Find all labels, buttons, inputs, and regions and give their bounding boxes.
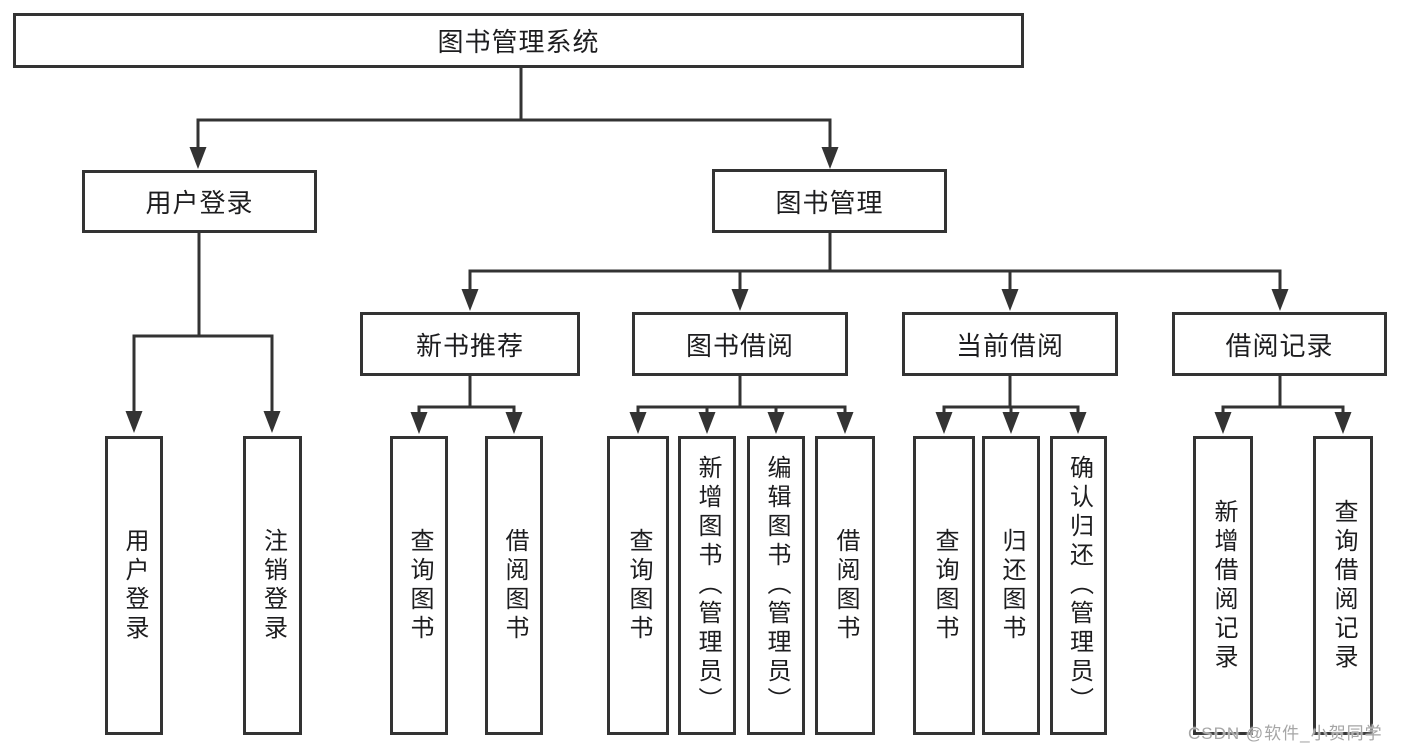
connector-root xyxy=(189,68,839,169)
leaf-query-books-borrowing: 查询图书 xyxy=(607,436,669,735)
leaf-borrow-books-borrowing: 借阅图书 xyxy=(815,436,875,735)
connector-book-borrowing xyxy=(629,376,854,434)
arrowhead-down-icon xyxy=(698,412,716,434)
node-book-borrowing: 图书借阅 xyxy=(632,312,848,376)
leaf-return-book: 归还图书 xyxy=(982,436,1040,735)
arrowhead-down-icon xyxy=(189,147,207,169)
node-book-management: 图书管理 xyxy=(712,169,947,233)
node-root: 图书管理系统 xyxy=(13,13,1024,68)
arrowhead-down-icon xyxy=(1271,289,1289,311)
leaf-add-book-admin: 新增图书（管理员） xyxy=(678,436,736,735)
arrowhead-down-icon xyxy=(1001,289,1019,311)
arrowhead-down-icon xyxy=(1334,412,1352,434)
leaf-add-borrow-record: 新增借阅记录 xyxy=(1193,436,1253,735)
arrowhead-down-icon xyxy=(263,411,281,433)
arrowhead-down-icon xyxy=(505,412,523,434)
node-new-book-recommend: 新书推荐 xyxy=(360,312,580,376)
node-borrowing-records: 借阅记录 xyxy=(1172,312,1387,376)
connector-user-login xyxy=(125,233,281,433)
arrowhead-down-icon xyxy=(1214,412,1232,434)
arrowhead-down-icon xyxy=(410,412,428,434)
arrowhead-down-icon xyxy=(935,412,953,434)
leaf-query-books-current: 查询图书 xyxy=(913,436,975,735)
arrowhead-down-icon xyxy=(731,289,749,311)
leaf-query-borrow-record: 查询借阅记录 xyxy=(1313,436,1373,735)
arrowhead-down-icon xyxy=(629,412,647,434)
arrowhead-down-icon xyxy=(836,412,854,434)
leaf-borrow-books-recommend: 借阅图书 xyxy=(485,436,543,735)
leaf-confirm-return-admin: 确认归还（管理员） xyxy=(1050,436,1107,735)
connector-book-management xyxy=(461,233,1289,311)
arrowhead-down-icon xyxy=(767,412,785,434)
watermark: CSDN @软件_小贺同学 xyxy=(1188,724,1383,743)
node-current-borrowing: 当前借阅 xyxy=(902,312,1118,376)
leaf-edit-book-admin: 编辑图书（管理员） xyxy=(747,436,805,735)
node-user-login-branch: 用户登录 xyxy=(82,170,317,233)
arrowhead-down-icon xyxy=(461,289,479,311)
connector-current-borrowing xyxy=(935,376,1087,434)
arrowhead-down-icon xyxy=(1002,412,1020,434)
leaf-query-books-recommend: 查询图书 xyxy=(390,436,448,735)
leaf-user-login: 用户登录 xyxy=(105,436,163,735)
leaf-logout: 注销登录 xyxy=(243,436,302,735)
connector-new-book-recommend xyxy=(410,376,523,434)
connector-borrowing-records xyxy=(1214,376,1352,434)
arrowhead-down-icon xyxy=(821,147,839,169)
arrowhead-down-icon xyxy=(1069,412,1087,434)
arrowhead-down-icon xyxy=(125,411,143,433)
